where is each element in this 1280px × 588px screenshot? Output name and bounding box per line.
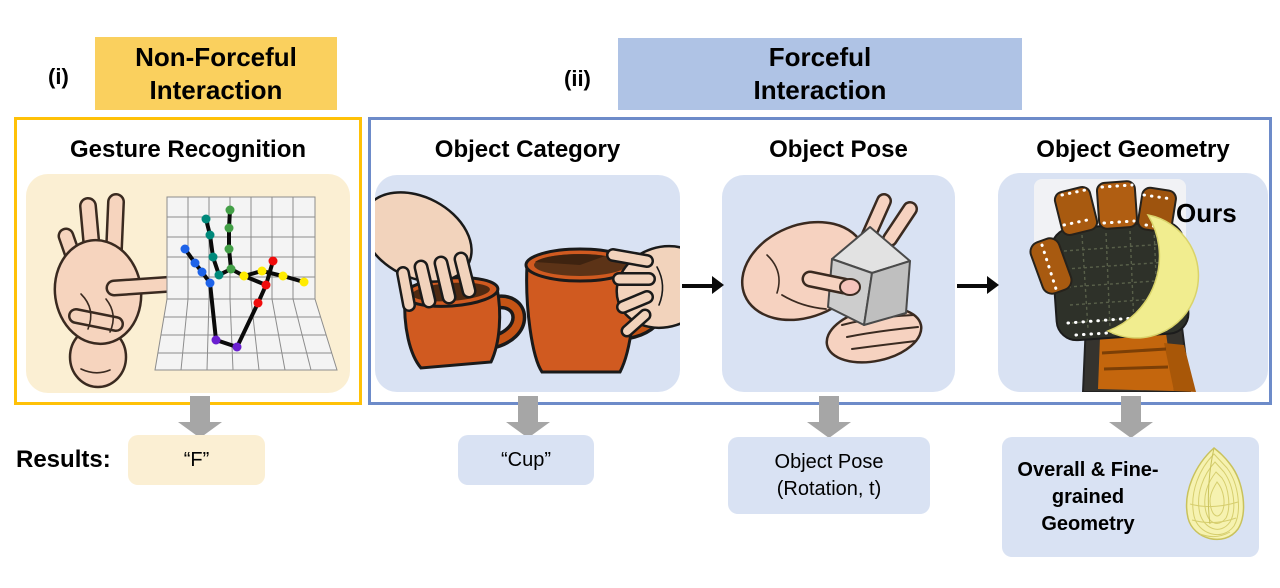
object-geometry-illustration-box	[998, 173, 1268, 392]
down-arrow-pose-icon	[807, 396, 851, 438]
forceful-header-line1: Forceful	[768, 42, 872, 72]
pose-result-line2: (Rotation, t)	[776, 477, 882, 500]
hand-f-gesture-and-skeleton-illustration	[53, 193, 338, 389]
geometry-result-line1: Overall & Fine-	[1017, 458, 1159, 481]
results-label: Results:	[16, 446, 111, 473]
gesture-illustration-box	[26, 174, 350, 393]
gesture-recognition-panel: Gesture Recognition	[14, 117, 362, 405]
3d-hand-skeleton-plot	[154, 196, 338, 371]
category-result-text: “Cup”	[500, 448, 551, 471]
object-geometry-title: Object Geometry	[1036, 136, 1230, 163]
geometry-result-line2: grained	[1051, 485, 1125, 508]
pose-result-box: Object Pose (Rotation, t)	[728, 437, 930, 514]
non-forceful-header-line1: Non-Forceful	[135, 41, 297, 72]
section-index-i: (i)	[48, 64, 69, 89]
geometry-result-line3: Geometry	[1041, 512, 1135, 535]
hand-holding-cube-illustration	[740, 193, 923, 364]
down-arrow-gesture-icon	[178, 396, 222, 438]
gesture-panel-title: Gesture Recognition	[69, 136, 307, 163]
forceful-header-line2: Interaction	[753, 75, 887, 105]
arrow-pose-to-geometry-icon	[957, 276, 999, 294]
object-category-illustration-box	[375, 175, 680, 392]
object-category-title: Object Category	[434, 136, 621, 163]
object-pose-illustration-box	[722, 175, 955, 392]
down-arrow-geometry-icon	[1109, 396, 1153, 438]
non-forceful-header-line2: Interaction	[149, 74, 283, 105]
forceful-header: Forceful Interaction	[618, 38, 1022, 110]
object-pose-title: Object Pose	[769, 136, 908, 163]
sponge-crescent	[1106, 213, 1200, 339]
gesture-result-box: “F”	[128, 435, 265, 485]
pose-result-line1: Object Pose	[774, 450, 884, 473]
hands-holding-cups-illustration	[375, 191, 680, 374]
arrow-category-to-pose-icon	[682, 276, 724, 294]
tactile-glove-holding-sponge-photo	[1029, 179, 1200, 392]
gesture-result-text: “F”	[183, 448, 210, 471]
down-arrow-category-icon	[506, 396, 550, 438]
section-index-ii: (ii)	[564, 66, 591, 91]
category-result-box: “Cup”	[458, 435, 594, 485]
geometry-result-box: Overall & Fine- grained Geometry	[1002, 437, 1259, 557]
forceful-interaction-panel: Object Category Object Pose Object Geome…	[368, 117, 1272, 405]
geometry-result-text: Overall & Fine- grained Geometry	[1002, 457, 1174, 538]
non-forceful-header: Non-Forceful Interaction	[95, 37, 337, 110]
reconstructed-geometry-mesh	[1185, 447, 1245, 541]
ours-badge: Ours	[1176, 198, 1237, 228]
